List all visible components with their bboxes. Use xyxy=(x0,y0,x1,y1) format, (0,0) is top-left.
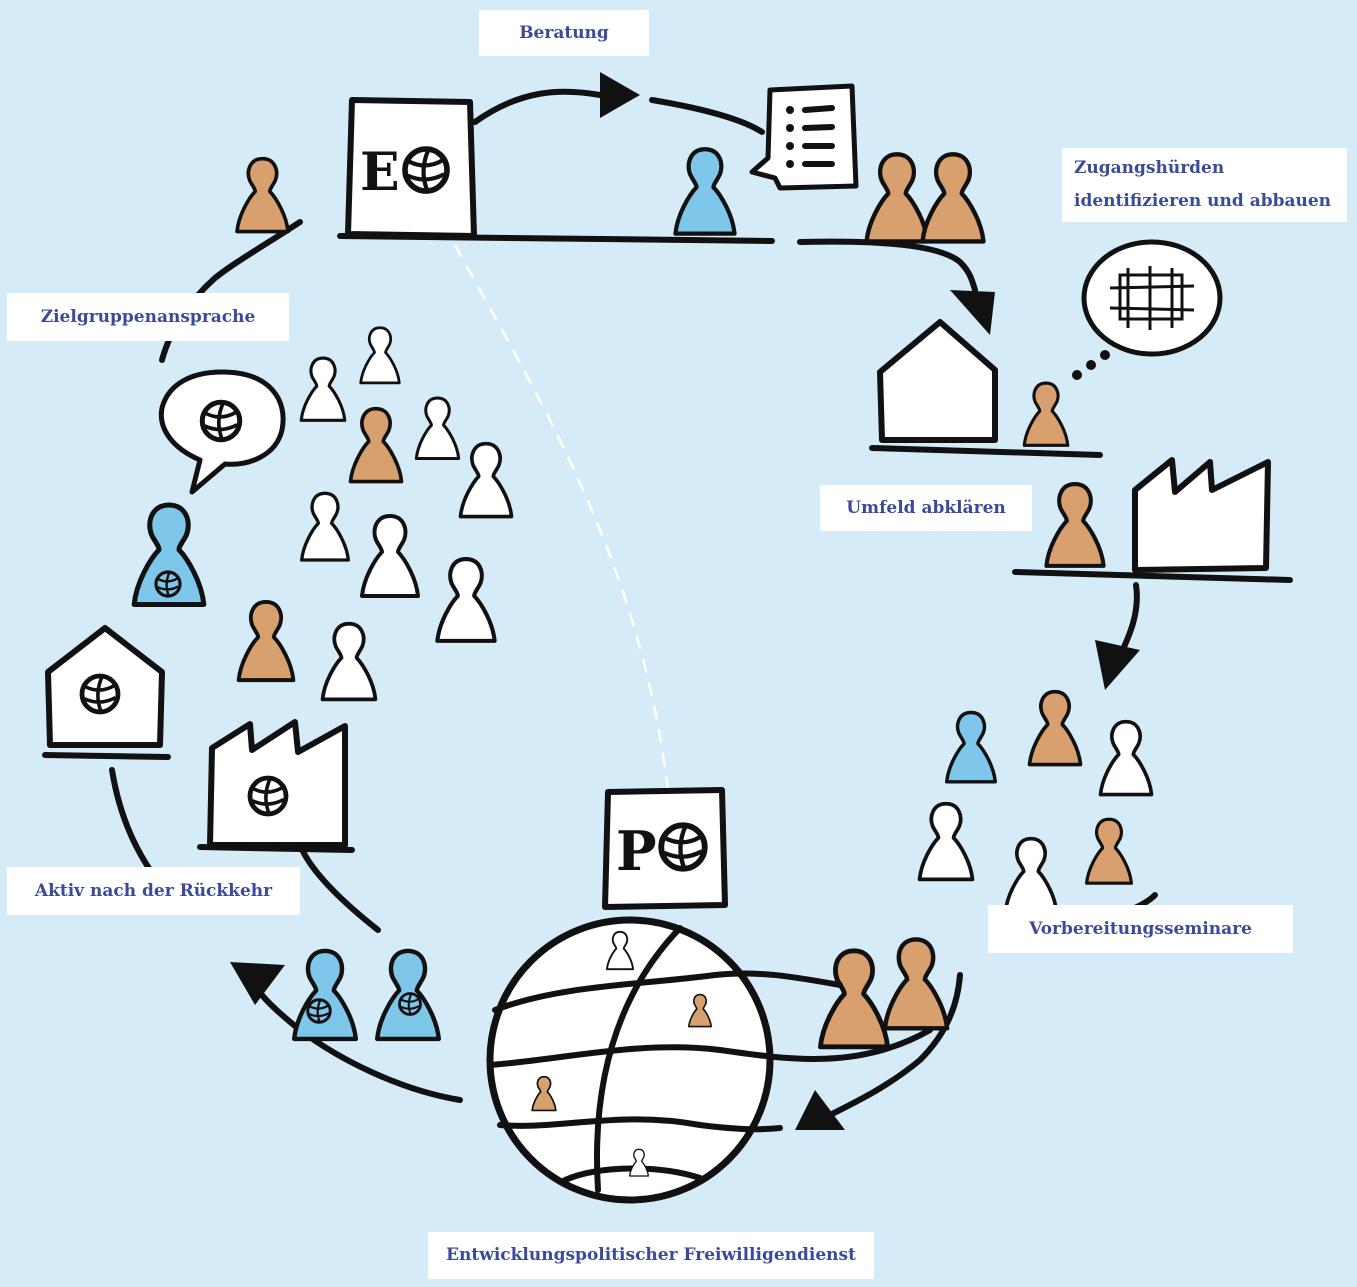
label-zugangshuerden: Zugangshürden identifizieren und abbauen xyxy=(1062,148,1347,222)
label-umfeld: Umfeld abklären xyxy=(820,485,1032,531)
pawn-icon xyxy=(1046,484,1103,566)
label-zielgruppenansprache: Zielgruppenansprache xyxy=(7,293,289,341)
eo-sign xyxy=(337,97,775,244)
checklist-icon xyxy=(749,83,859,191)
pawn-icon xyxy=(885,939,947,1028)
label-zugangshuerden-line2: identifizieren und abbauen xyxy=(1074,191,1332,211)
pawn-icon xyxy=(867,154,928,241)
house-icon xyxy=(42,625,171,760)
eo-sign-letter: E xyxy=(360,142,400,203)
pawn-icon xyxy=(820,951,887,1047)
target-group-crowd xyxy=(239,326,512,700)
house-icon xyxy=(869,319,1103,458)
label-beratung: Beratung xyxy=(479,10,649,56)
po-sign xyxy=(602,787,728,910)
label-freiwilligendienst: Entwicklungspolitischer Freiwilligendien… xyxy=(428,1232,874,1279)
label-aktiv: Aktiv nach der Rückkehr xyxy=(7,867,300,915)
po-sign-letter: P xyxy=(616,819,657,883)
pawn-icon xyxy=(1024,383,1068,445)
pawn-icon xyxy=(675,149,734,233)
factory-icon xyxy=(1012,457,1293,583)
arrow-icon xyxy=(230,72,1140,1130)
factory-icon xyxy=(197,719,355,853)
returnee-pawns xyxy=(294,951,439,1039)
pawn-icon xyxy=(237,159,288,232)
barrier-bubble-icon xyxy=(1072,239,1223,380)
label-vorbereitung: Vorbereitungsseminare xyxy=(988,905,1293,953)
dashed-connector xyxy=(453,244,670,791)
pawn-icon xyxy=(923,154,984,241)
globe-icon xyxy=(486,916,933,1204)
seminar-group xyxy=(920,689,1152,912)
label-zugangshuerden-line1: Zugangshürden xyxy=(1074,158,1225,178)
speech-bubble-icon xyxy=(158,369,286,495)
